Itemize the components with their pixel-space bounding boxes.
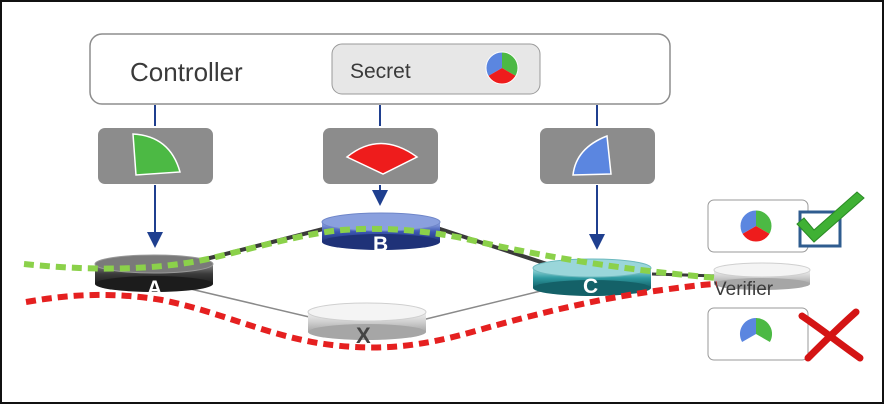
secret-pie-icon xyxy=(485,51,519,85)
router-C-label: C xyxy=(583,275,598,298)
router-X: X xyxy=(307,302,427,348)
router-verifier: Verifier xyxy=(713,262,811,300)
link-A-X xyxy=(181,286,323,321)
router-B-label: B xyxy=(373,233,388,256)
verifier-label: Verifier xyxy=(714,279,774,300)
secret-box: Secret xyxy=(331,43,541,95)
complete-pie-icon xyxy=(739,209,773,243)
controller-label: Controller xyxy=(130,57,243,87)
router-X-label: X xyxy=(356,323,371,348)
share-red-box xyxy=(323,128,438,184)
blue-share-icon xyxy=(572,134,612,176)
red-share-icon xyxy=(345,142,419,175)
success-result-box xyxy=(707,199,809,253)
valid-path-dashed xyxy=(23,225,718,281)
invalid-path-dashed xyxy=(25,281,718,351)
router-A-label: A xyxy=(147,277,162,300)
incomplete-pie-icon xyxy=(739,317,773,342)
secret-label: Secret xyxy=(350,60,411,83)
router-B: B xyxy=(321,212,441,256)
failure-result-box xyxy=(707,307,809,361)
share-green-box xyxy=(98,128,213,184)
green-share-icon xyxy=(132,133,181,176)
link-X-C xyxy=(421,286,558,321)
cross-icon xyxy=(798,308,864,362)
share-blue-box xyxy=(540,128,655,184)
check-icon xyxy=(796,191,865,248)
router-C: C xyxy=(532,258,652,298)
